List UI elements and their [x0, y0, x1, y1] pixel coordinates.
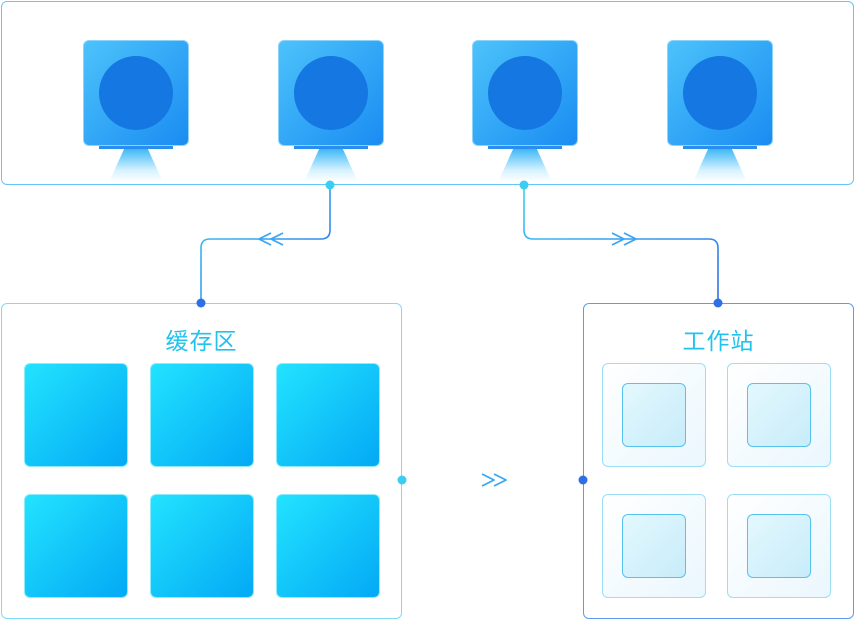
monitor-icon	[667, 40, 773, 182]
cache-panel-title: 缓存区	[165, 329, 238, 355]
arrow-right-icon	[481, 473, 507, 487]
workstation-node	[727, 363, 831, 467]
arrow-right-icon	[611, 232, 637, 246]
connector-cache-to-workstation	[397, 473, 588, 487]
cache-block	[24, 363, 128, 467]
workstation-panel: 工作站	[583, 303, 854, 619]
cache-panel: 缓存区	[1, 303, 402, 619]
monitor-icon	[83, 40, 189, 182]
cache-block	[276, 494, 380, 598]
workstation-node	[727, 494, 831, 598]
cache-block	[276, 363, 380, 467]
chip-icon	[747, 514, 811, 578]
chip-icon	[622, 383, 686, 447]
workstation-panel-title: 工作站	[682, 329, 755, 355]
connector-monitor-to-workstation	[519, 180, 723, 308]
chip-icon	[747, 383, 811, 447]
arrow-left-icon	[258, 232, 284, 246]
cache-block	[150, 494, 254, 598]
chip-icon	[622, 514, 686, 578]
cache-block	[24, 494, 128, 598]
workstation-node	[602, 363, 706, 467]
workstation-node	[602, 494, 706, 598]
monitor-icon	[278, 40, 384, 182]
monitor-icon	[472, 40, 578, 182]
cache-block	[150, 363, 254, 467]
connector-monitor-to-cache	[196, 180, 335, 308]
monitor-panel	[1, 1, 854, 185]
